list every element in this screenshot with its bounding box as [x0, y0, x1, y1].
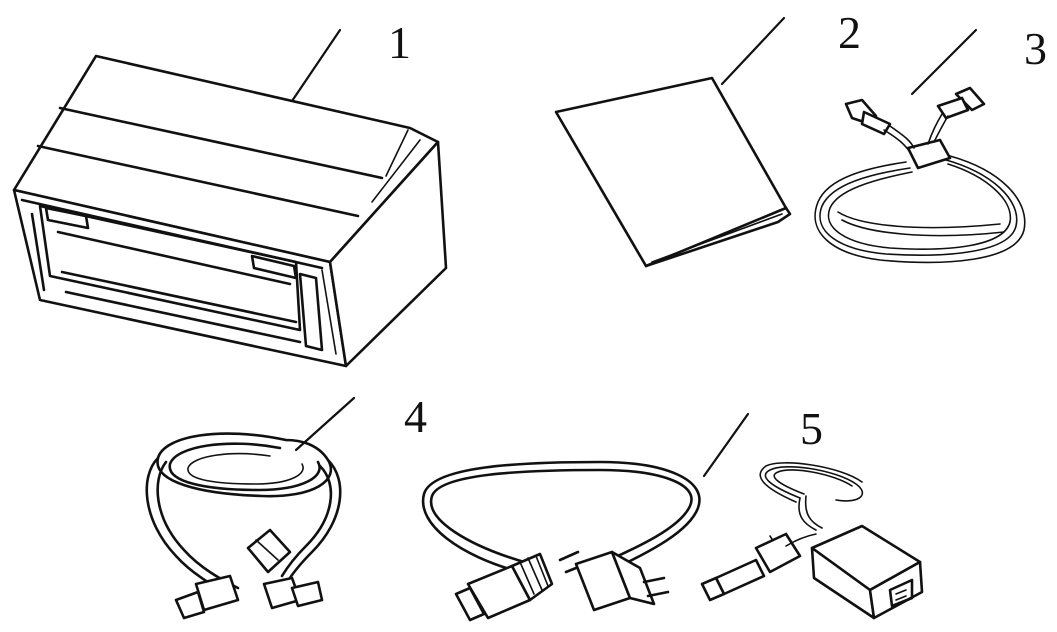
scanner-unit — [12, 28, 448, 368]
leader-line-5 — [702, 412, 750, 478]
booklet-cover — [554, 76, 788, 268]
callout-number-4: 4 — [404, 391, 427, 442]
ethernet-cable — [814, 28, 1026, 264]
leader-line-2 — [720, 16, 786, 86]
power-cord-and-adapter — [421, 412, 924, 622]
leader-line-3 — [910, 28, 978, 96]
leader-line-1 — [288, 28, 342, 106]
ferrite-core-5 — [754, 532, 802, 574]
dc-plug — [714, 558, 766, 596]
ferrite-core-3 — [906, 138, 952, 170]
callout-number-1: 1 — [388, 17, 411, 68]
callout-number-5: 5 — [800, 403, 823, 454]
callout-number-3: 3 — [1024, 23, 1047, 74]
leader-line-4 — [294, 396, 356, 452]
usb-cable — [145, 396, 356, 620]
callout-number-2: 2 — [838, 7, 861, 58]
scanner-side — [328, 140, 448, 368]
quick-guide-booklet — [554, 16, 792, 268]
